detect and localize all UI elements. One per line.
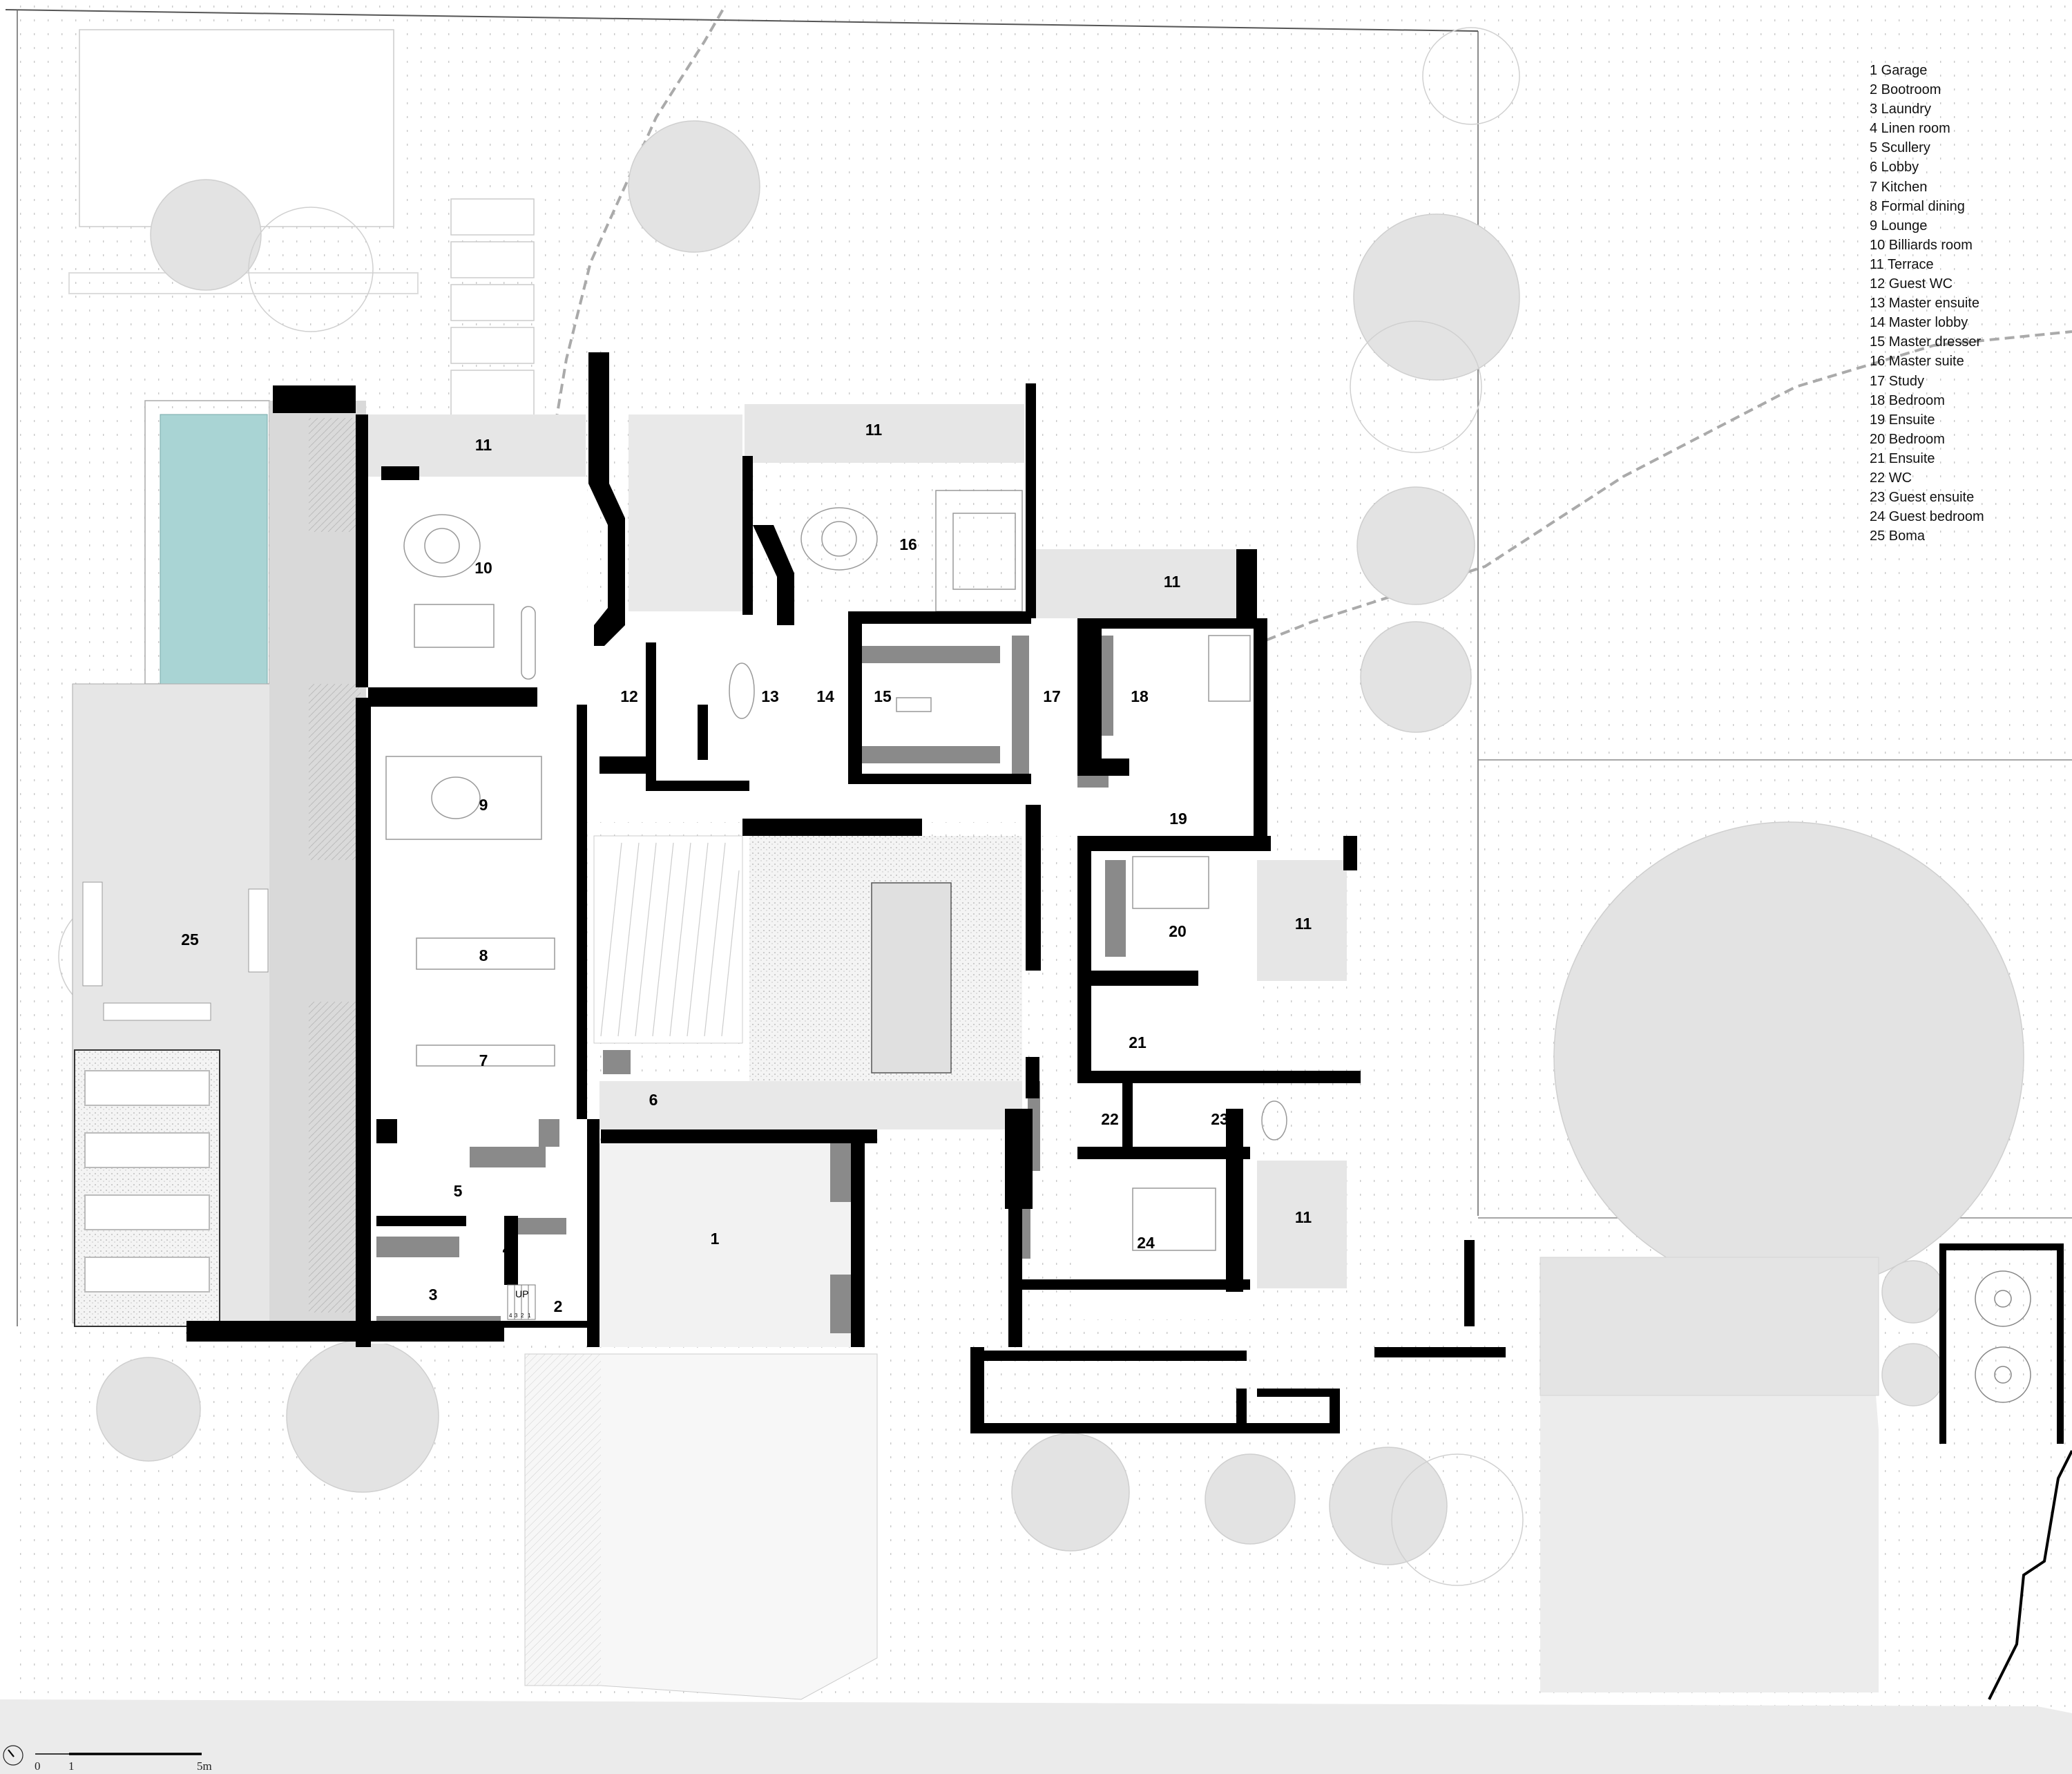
legend-item: 16 Master suite bbox=[1870, 354, 1964, 370]
legend-item: 4 Linen room bbox=[1870, 121, 1950, 137]
room-label: 22 bbox=[1101, 1110, 1119, 1128]
lobby-floor bbox=[599, 1081, 1022, 1129]
legend-item: 15 Master dresser bbox=[1870, 334, 1982, 350]
svg-text:4: 4 bbox=[509, 1313, 512, 1319]
room-label: 8 bbox=[479, 946, 488, 964]
legend-item: 2 Bootroom bbox=[1870, 82, 1941, 98]
legend-item: 20 Bedroom bbox=[1870, 431, 1945, 447]
room-label: 4 bbox=[503, 1240, 512, 1258]
legend-item: 24 Guest bedroom bbox=[1870, 509, 1984, 525]
tree-canopies bbox=[96, 120, 2024, 1565]
room-label: 1 bbox=[711, 1230, 720, 1248]
room-label: 6 bbox=[649, 1091, 658, 1109]
road bbox=[0, 1699, 2072, 1774]
legend-item: 3 Laundry bbox=[1870, 102, 1931, 117]
fan-unit bbox=[1975, 1270, 2031, 1403]
room-label: 11 bbox=[1295, 915, 1312, 933]
contour-line bbox=[358, 5, 727, 692]
planter bbox=[309, 418, 361, 532]
room-label: 2 bbox=[554, 1297, 563, 1315]
room-label: 11 bbox=[865, 421, 883, 439]
driveway-paving bbox=[525, 1354, 601, 1686]
cliff-edge bbox=[1988, 1450, 2072, 1700]
legend-item: 9 Lounge bbox=[1870, 218, 1928, 233]
deck-boards bbox=[600, 842, 740, 1037]
svg-text:2: 2 bbox=[521, 1313, 524, 1319]
courtyard-garden bbox=[629, 414, 742, 615]
room-label: 15 bbox=[874, 687, 892, 705]
furniture bbox=[385, 490, 1287, 1251]
scale-bar: 0 1 5m bbox=[0, 1744, 235, 1774]
legend-item: 22 WC bbox=[1870, 470, 1912, 486]
legend-item: 25 Boma bbox=[1870, 528, 1926, 544]
svg-text:3: 3 bbox=[515, 1313, 518, 1319]
scale-tick-1: 1 bbox=[68, 1759, 75, 1773]
room-label: 17 bbox=[1043, 687, 1061, 705]
legend-item: 18 Bedroom bbox=[1870, 392, 1945, 408]
room-label: 23 bbox=[1211, 1110, 1229, 1128]
room-legend: 1 Garage 2 Bootroom 3 Laundry 4 Linen room 5… bbox=[1870, 61, 1984, 546]
legend-item: 23 Guest ensuite bbox=[1870, 490, 1975, 506]
garage-floor bbox=[599, 1143, 852, 1347]
room-label: 14 bbox=[816, 687, 834, 705]
room-label: 19 bbox=[1169, 810, 1187, 828]
swimming-pool bbox=[160, 414, 268, 685]
walls bbox=[186, 352, 2064, 1444]
terrace bbox=[1257, 860, 1347, 981]
boma-bench bbox=[82, 881, 103, 986]
stair-up-label: UP bbox=[515, 1288, 528, 1299]
legend-item: 19 Ensuite bbox=[1870, 412, 1935, 428]
scale-tick-0: 0 bbox=[35, 1759, 41, 1773]
terrace bbox=[1035, 549, 1242, 618]
legend-item: 17 Study bbox=[1870, 373, 1924, 389]
legend-item: 13 Master ensuite bbox=[1870, 296, 1979, 312]
legend-item: 10 Billiards room bbox=[1870, 237, 1973, 253]
planter bbox=[309, 1002, 361, 1313]
room-label: 13 bbox=[761, 687, 779, 705]
joinery bbox=[376, 636, 1126, 1333]
legend-item: 11 Terrace bbox=[1870, 256, 1934, 272]
room-label: 12 bbox=[620, 687, 638, 705]
boma-bench bbox=[103, 1002, 211, 1021]
north-arrow-icon bbox=[3, 1745, 23, 1766]
stair-step-numbers: 4 3 2 1 bbox=[509, 1313, 531, 1319]
boma-bench bbox=[248, 888, 269, 973]
room-label: 11 bbox=[475, 436, 492, 454]
contour-line bbox=[1139, 330, 2072, 692]
legend-item: 12 Guest WC bbox=[1870, 276, 1953, 292]
room-label: 18 bbox=[1131, 687, 1149, 705]
room-label: 11 bbox=[1295, 1208, 1312, 1226]
legend-item: 21 Ensuite bbox=[1870, 450, 1935, 466]
room-label: 25 bbox=[181, 931, 199, 948]
fire-pit-benches bbox=[84, 1070, 210, 1293]
room-label: 10 bbox=[474, 559, 492, 577]
courtyard-deck bbox=[593, 835, 743, 1044]
room-label: 5 bbox=[454, 1182, 463, 1200]
room-label: 9 bbox=[479, 796, 488, 814]
room-label: 21 bbox=[1129, 1033, 1147, 1051]
site-boundary-top bbox=[5, 9, 1479, 32]
stairs bbox=[507, 1284, 536, 1320]
legend-item: 14 Master lobby bbox=[1870, 315, 1968, 331]
legend-item: 5 Scullery bbox=[1870, 140, 1930, 156]
planter bbox=[309, 684, 361, 860]
room-label: 3 bbox=[429, 1286, 438, 1304]
room-label: 24 bbox=[1137, 1234, 1155, 1252]
room-label: 16 bbox=[899, 535, 917, 553]
legend-item: 6 Lobby bbox=[1870, 160, 1919, 175]
scale-tick-5m: 5m bbox=[197, 1759, 212, 1773]
legend-item: 1 Garage bbox=[1870, 63, 1928, 78]
legend-item: 7 Kitchen bbox=[1870, 179, 1928, 195]
courtyard-planter bbox=[871, 882, 952, 1074]
parking-chevron bbox=[1539, 1257, 1879, 1396]
terrace bbox=[1257, 1161, 1347, 1288]
legend-item: 8 Formal dining bbox=[1870, 198, 1965, 214]
room-label: 20 bbox=[1169, 922, 1187, 940]
stepping-stones bbox=[450, 198, 535, 432]
terrace bbox=[745, 404, 1024, 463]
room-label: 11 bbox=[1164, 573, 1181, 591]
svg-text:1: 1 bbox=[528, 1313, 531, 1319]
room-label: 7 bbox=[479, 1051, 488, 1069]
